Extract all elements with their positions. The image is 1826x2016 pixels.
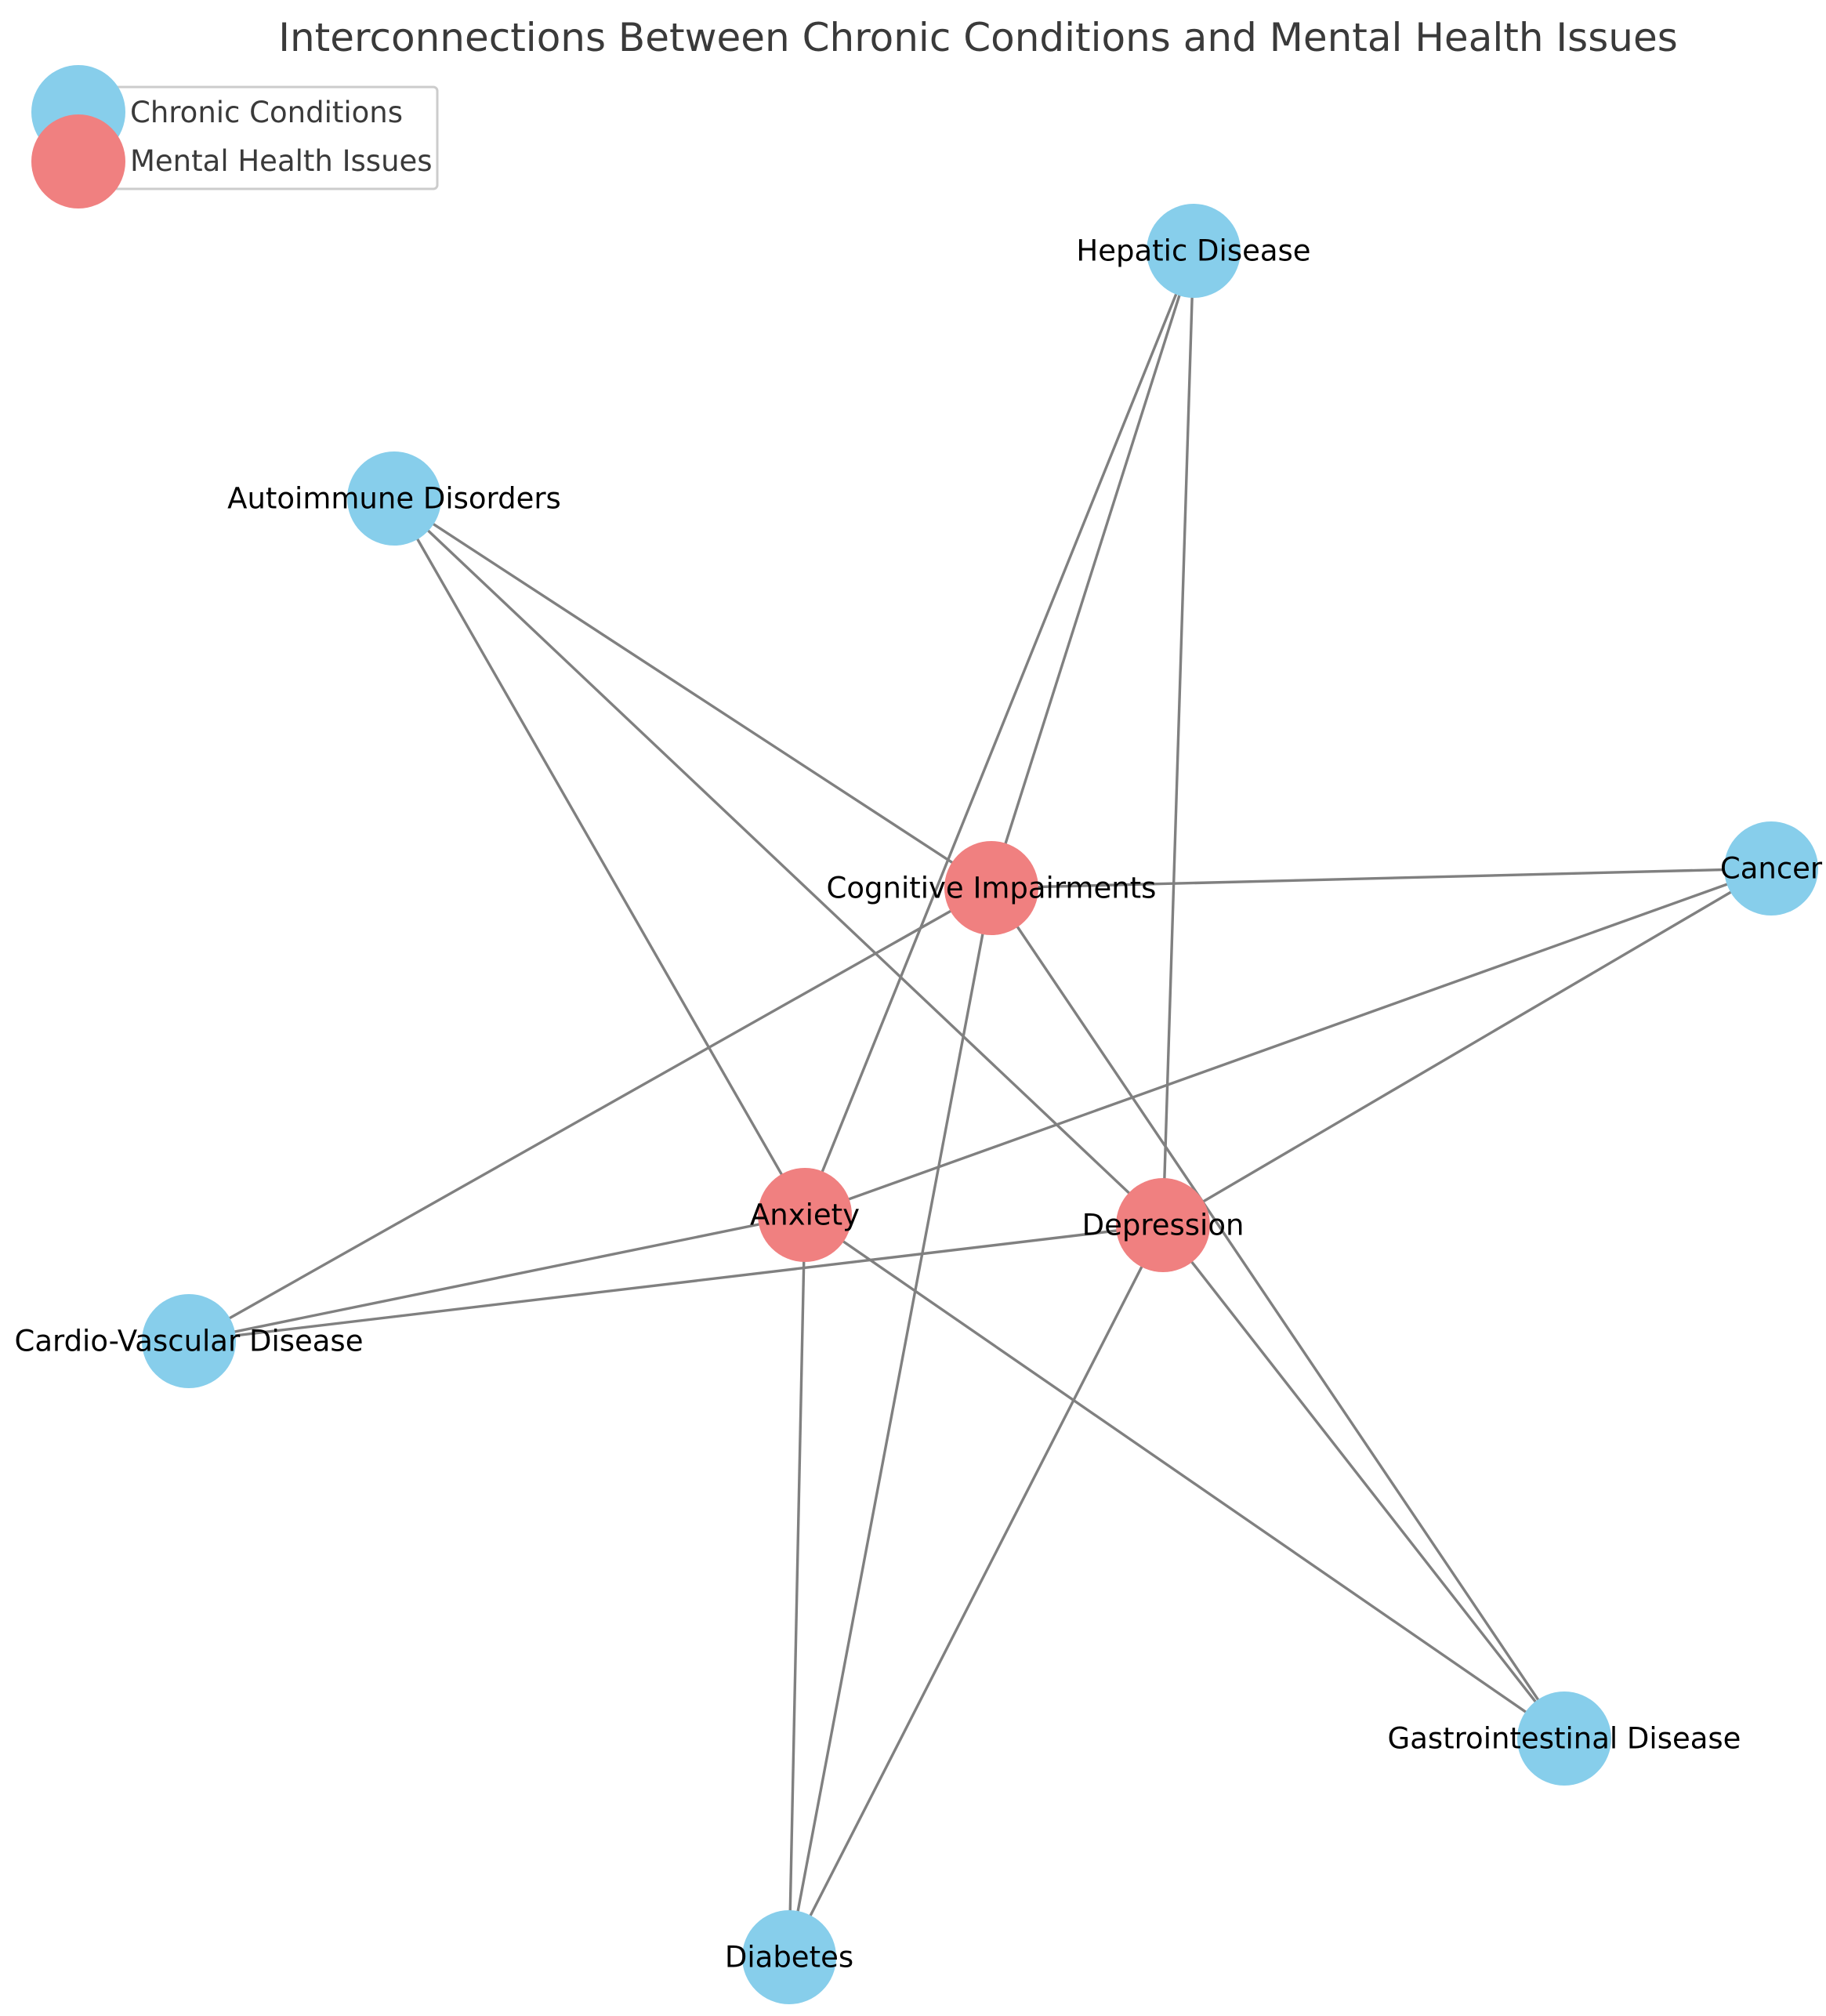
edges-layer	[188, 250, 1772, 1958]
node-label-cardio: Cardio-Vascular Disease	[15, 1325, 364, 1358]
edge-hepatic-depression	[1161, 250, 1195, 1226]
node-cancer	[1724, 821, 1818, 916]
node-cardio	[142, 1294, 236, 1388]
legend-label-chronic: Chronic Conditions	[130, 96, 403, 129]
edge-autoimmune-cognitive	[393, 497, 992, 890]
node-diabetes	[742, 1910, 836, 2004]
edge-diabetes-depression	[788, 1224, 1165, 1958]
legend: Chronic Conditions Mental Health Issues	[31, 65, 439, 208]
edge-cardio-depression	[188, 1224, 1164, 1343]
nodes-layer	[142, 204, 1818, 2004]
chart-title: Interconnections Between Chronic Conditi…	[278, 15, 1678, 60]
node-label-depression: Depression	[1082, 1209, 1245, 1242]
node-label-cancer: Cancer	[1720, 852, 1823, 886]
edge-cardio-anxiety	[188, 1213, 806, 1343]
node-label-diabetes: Diabetes	[725, 1941, 853, 1974]
legend-label-mental: Mental Health Issues	[130, 144, 433, 178]
node-autoimmune	[347, 451, 441, 546]
edge-gastro-cognitive	[990, 887, 1566, 1739]
node-label-autoimmune: Autoimmune Disorders	[227, 482, 561, 516]
node-label-gastro: Gastrointestinal Disease	[1388, 1722, 1741, 1756]
edge-cancer-depression	[1162, 867, 1772, 1227]
node-label-hepatic: Hepatic Disease	[1076, 234, 1310, 268]
node-label-cognitive: Cognitive Impairments	[827, 872, 1157, 905]
edge-autoimmune-depression	[393, 497, 1165, 1227]
edge-diabetes-cognitive	[788, 887, 993, 1958]
node-anxiety	[758, 1168, 852, 1262]
edge-cancer-cognitive	[991, 867, 1772, 890]
edge-cancer-anxiety	[804, 867, 1772, 1216]
edge-autoimmune-anxiety	[393, 498, 806, 1216]
edge-hepatic-cognitive	[990, 250, 1195, 889]
edge-diabetes-anxiety	[788, 1214, 806, 1958]
node-hepatic	[1147, 204, 1241, 298]
edge-gastro-depression	[1161, 1224, 1566, 1740]
legend-swatch-mental	[31, 114, 125, 208]
node-cognitive	[944, 841, 1038, 935]
edge-gastro-anxiety	[804, 1213, 1565, 1740]
edge-cardio-cognitive	[188, 887, 992, 1343]
edge-hepatic-anxiety	[803, 250, 1195, 1216]
node-depression	[1116, 1178, 1210, 1272]
node-gastro	[1517, 1691, 1611, 1786]
node-label-anxiety: Anxiety	[750, 1198, 860, 1232]
